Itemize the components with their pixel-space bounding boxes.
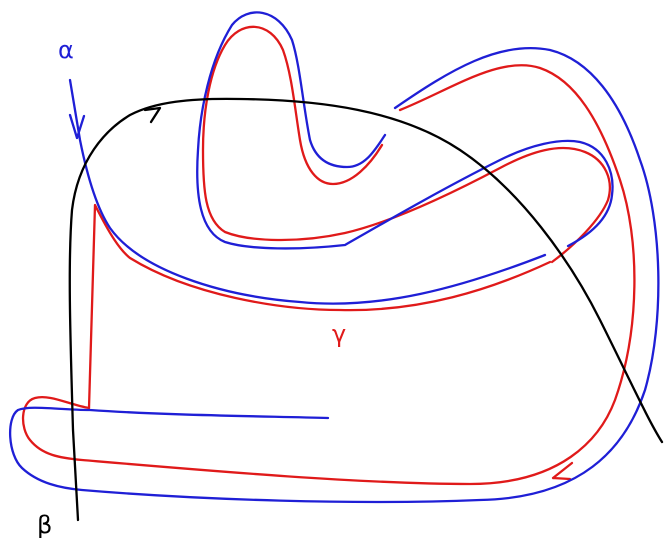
gamma-curve bbox=[21, 25, 636, 486]
gamma-label: γ bbox=[332, 320, 346, 348]
beta-label: β bbox=[37, 511, 52, 539]
alpha-arrowhead bbox=[68, 113, 86, 140]
gamma-arrowhead bbox=[551, 461, 574, 481]
alpha-strand-loop bbox=[8, 46, 660, 504]
gamma-strand-inner-spiral bbox=[201, 25, 611, 264]
gamma-strand-main bbox=[87, 203, 552, 410]
beta-curve bbox=[68, 97, 664, 522]
alpha-label: α bbox=[58, 36, 74, 64]
beta-strand bbox=[68, 97, 664, 522]
alpha-curve bbox=[8, 11, 660, 504]
alpha-strand-main bbox=[68, 78, 547, 305]
gamma-strand-loop bbox=[21, 64, 636, 486]
alpha-strand-inner-spiral bbox=[196, 11, 614, 250]
beta-arrowhead bbox=[143, 106, 162, 124]
